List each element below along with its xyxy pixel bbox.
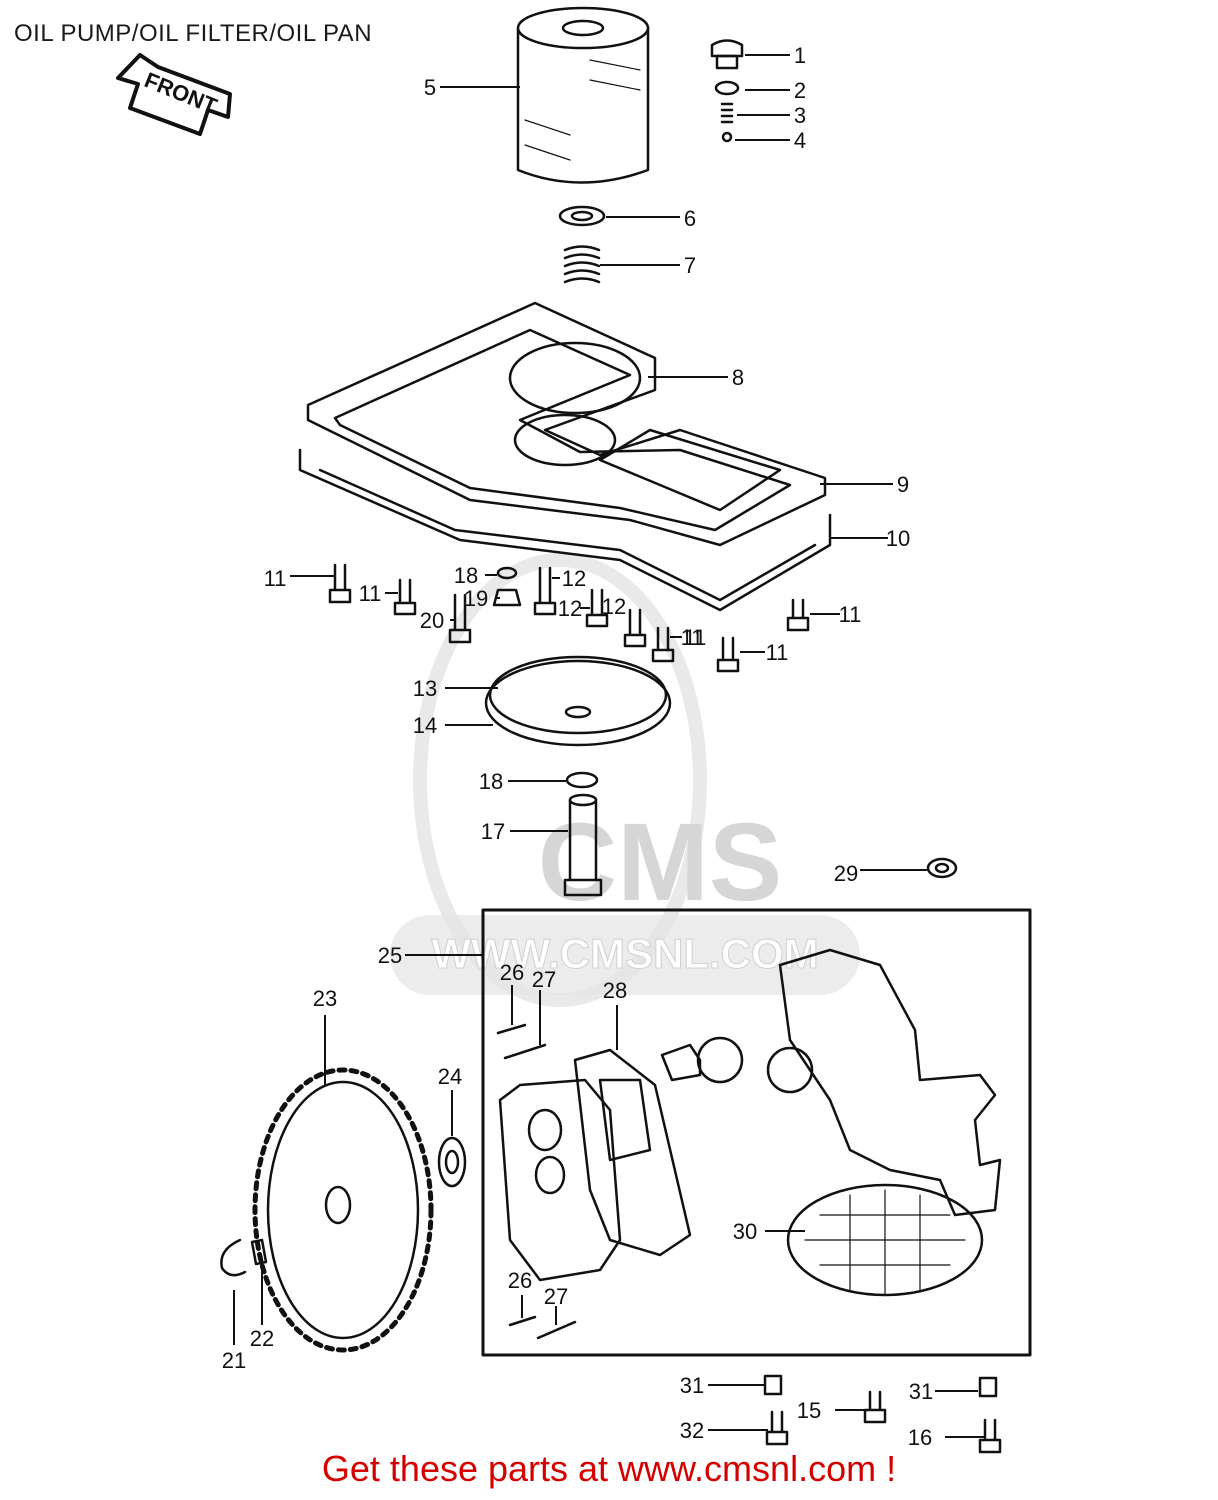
watermark: CMS WWW.CMSNL.COM — [390, 553, 860, 1007]
cover-screws — [496, 1023, 577, 1340]
callout-label-2: 2 — [794, 78, 806, 103]
page-title: OIL PUMP/OIL FILTER/OIL PAN — [14, 20, 373, 47]
callout-label-30: 30 — [733, 1219, 757, 1244]
callout-label-11: 11 — [359, 581, 382, 606]
callout-label-26: 26 — [508, 1268, 532, 1293]
oil-pump-assembly-box — [481, 908, 1032, 1357]
callout-label-31: 31 — [680, 1373, 704, 1398]
callout-label-4: 4 — [794, 128, 806, 153]
callout-label-20: 20 — [420, 608, 444, 633]
oil-filter — [516, 6, 650, 184]
oil-pan — [298, 448, 832, 612]
callout-label-22: 22 — [250, 1326, 274, 1351]
front-arrow: FRONT — [116, 53, 232, 136]
callout-label-8: 8 — [732, 365, 744, 390]
callout-label-23: 23 — [313, 986, 337, 1011]
callout-leaders — [233, 54, 985, 1438]
callout-label-27: 27 — [532, 967, 556, 992]
callout-label-16: 16 — [908, 1425, 932, 1450]
callout-label-28: 28 — [603, 978, 627, 1003]
oil-seal — [926, 857, 958, 879]
watermark-logo: CMS — [538, 801, 782, 924]
callout-label-18: 18 — [454, 563, 478, 588]
callout-label-11: 11 — [766, 640, 789, 665]
callout-label-10: 10 — [886, 526, 910, 551]
callout-label-27: 27 — [544, 1284, 568, 1309]
watermark-url: WWW.CMSNL.COM — [431, 930, 818, 977]
callout-label-31: 31 — [909, 1379, 933, 1404]
callout-label-19: 19 — [464, 586, 488, 611]
oil-pipe — [563, 771, 603, 897]
pump-body — [778, 948, 1002, 1217]
callout-label-11: 11 — [839, 602, 862, 627]
callout-label-6: 6 — [684, 206, 696, 231]
pump-screen — [786, 1183, 984, 1297]
callout-label-25: 25 — [378, 943, 402, 968]
gear-washer — [437, 1136, 467, 1188]
callout-label-1: 1 — [794, 43, 806, 68]
pan-bolts — [328, 563, 810, 673]
oil-pan-gasket — [306, 301, 827, 547]
strainer-ring — [484, 655, 672, 747]
callout-label-29: 29 — [834, 861, 858, 886]
callout-label-5: 5 — [424, 75, 436, 100]
callout-label-9: 9 — [897, 472, 909, 497]
filter-spring — [563, 245, 601, 284]
callout-label-3: 3 — [794, 103, 806, 128]
callout-label-7: 7 — [684, 253, 696, 278]
callout-label-11: 11 — [264, 566, 287, 591]
callout-label-24: 24 — [438, 1064, 462, 1089]
callout-label-18: 18 — [479, 769, 503, 794]
callout-label-32: 32 — [680, 1418, 704, 1443]
relief-bolt — [710, 39, 744, 143]
callout-label-26: 26 — [500, 960, 524, 985]
callout-label-12: 12 — [602, 594, 626, 619]
callout-label-14: 14 — [413, 713, 437, 738]
filter-washer — [558, 205, 606, 227]
callout-label-12: 12 — [558, 596, 582, 621]
callout-label-21: 21 — [222, 1348, 246, 1373]
callout-label-11: 11 — [684, 625, 707, 650]
pump-gear — [252, 1067, 434, 1353]
callout-label-11: 11 — [681, 625, 704, 650]
pump-rotors — [660, 1036, 814, 1094]
callout-label-17: 17 — [481, 819, 505, 844]
callout-label-15: 15 — [797, 1398, 821, 1423]
pump-cover — [498, 1078, 622, 1282]
callout-label-12: 12 — [562, 566, 586, 591]
callout-label-13: 13 — [413, 676, 437, 701]
pump-gasket — [573, 1048, 692, 1257]
circlip-and-pin — [220, 1238, 268, 1277]
footer-link[interactable]: Get these parts at www.cmsnl.com ! — [321, 1448, 897, 1489]
